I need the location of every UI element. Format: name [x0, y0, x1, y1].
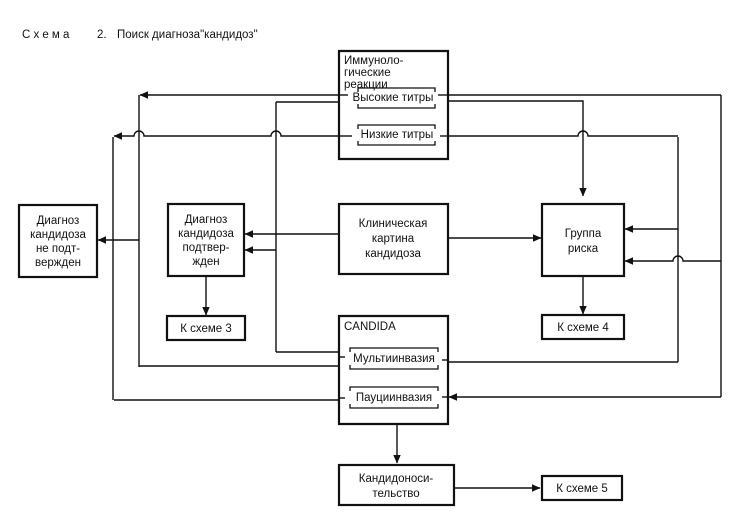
clinical-line-2: картина: [372, 233, 415, 245]
candida-heading: CANDIDA: [344, 321, 396, 333]
multi-invasion-label: Мультиинвазия: [353, 353, 435, 365]
node-scheme4: К схеме 4: [540, 313, 626, 341]
high-bracket-top: [357, 87, 436, 92]
high-titres-label: Высокие титры: [353, 92, 434, 104]
risk-group-line-1: Группа: [565, 228, 602, 240]
scheme3-box: [165, 314, 247, 342]
clinical-line-3: кандидоза: [365, 248, 421, 260]
low-titres-label: Низкие титры: [361, 129, 434, 141]
confirmed-line-3: подтвер-: [183, 242, 230, 254]
low-titres-left-arrow: [113, 130, 339, 140]
pauci-bracket-top: [349, 386, 439, 391]
scheme-caption: Поиск диагноза"кандидоз": [117, 29, 258, 41]
multi-bracket-top: [349, 347, 439, 352]
node-scheme3: К схеме 3: [165, 314, 247, 342]
carriage-line-2: тельство: [372, 488, 419, 500]
clinical-box: [337, 202, 450, 276]
node-risk-group: Группа риска: [540, 202, 626, 278]
clinical-line-1: Клиническая: [359, 218, 428, 230]
carriage-line-1: Кандидоноси-: [359, 473, 434, 485]
candida-box: [337, 314, 450, 426]
scheme5-label: К схеме 5: [556, 483, 608, 495]
node-confirmed: Диагноз кандидоза подтвер- жден: [166, 202, 246, 278]
immuno-heading-1: Иммуноло-: [344, 55, 404, 67]
risk-group-box: [540, 202, 626, 278]
node-not-confirmed: Диагноз кандидоза не подт- вержден: [17, 203, 99, 279]
pauci-bracket-bottom: [349, 404, 439, 409]
low-titres-right-line: [448, 130, 678, 137]
immuno-box: [337, 49, 450, 161]
not-confirmed-line-2: кандидоза: [30, 229, 86, 241]
immuno-heading-2: гические: [344, 67, 391, 79]
confirmed-line-4: жден: [192, 256, 219, 268]
confirmed-box: [166, 202, 246, 278]
scheme-number: 2.: [97, 29, 107, 41]
immuno-block: Иммуноло- гические реакции Высокие титры…: [337, 49, 450, 161]
scheme4-box: [540, 313, 626, 341]
not-confirmed-box: [17, 203, 99, 279]
node-carriage: Кандидоноси- тельство: [337, 463, 456, 507]
not-confirmed-line-4: вержден: [35, 257, 81, 269]
low-bracket-top: [357, 124, 436, 129]
candida-block: CANDIDA Мультиинвазия Пауциинвазия: [337, 314, 450, 426]
connectors: [97, 91, 722, 492]
immuno-heading-3: реакции: [344, 79, 388, 91]
risk-group-line-2: риска: [568, 243, 599, 255]
right-to-risk-arrow-lower: [624, 255, 721, 265]
not-confirmed-line-1: Диагноз: [37, 215, 80, 227]
scheme-title: Схема 2. Поиск диагноза"кандидоз": [22, 29, 258, 41]
scheme-word: Схема: [22, 29, 73, 41]
multi-bracket-bottom: [349, 365, 439, 370]
high-titres-to-risk: [448, 100, 587, 197]
scheme3-label: К схеме 3: [180, 323, 232, 335]
carriage-box: [337, 463, 456, 507]
low-bracket-bottom: [357, 141, 436, 146]
scheme4-label: К схеме 4: [557, 322, 609, 334]
node-clinical: Клиническая картина кандидоза: [337, 202, 450, 276]
bracket-pass-through: [339, 94, 448, 399]
node-scheme5: К схеме 5: [540, 474, 624, 502]
not-confirmed-line-3: не подт-: [36, 243, 80, 255]
pauci-invasion-label: Пауциинвазия: [356, 392, 432, 404]
scheme5-box: [540, 474, 624, 502]
confirmed-line-2: кандидоза: [178, 228, 234, 240]
high-bracket-bottom: [357, 104, 436, 109]
confirmed-line-1: Диагноз: [185, 214, 228, 226]
